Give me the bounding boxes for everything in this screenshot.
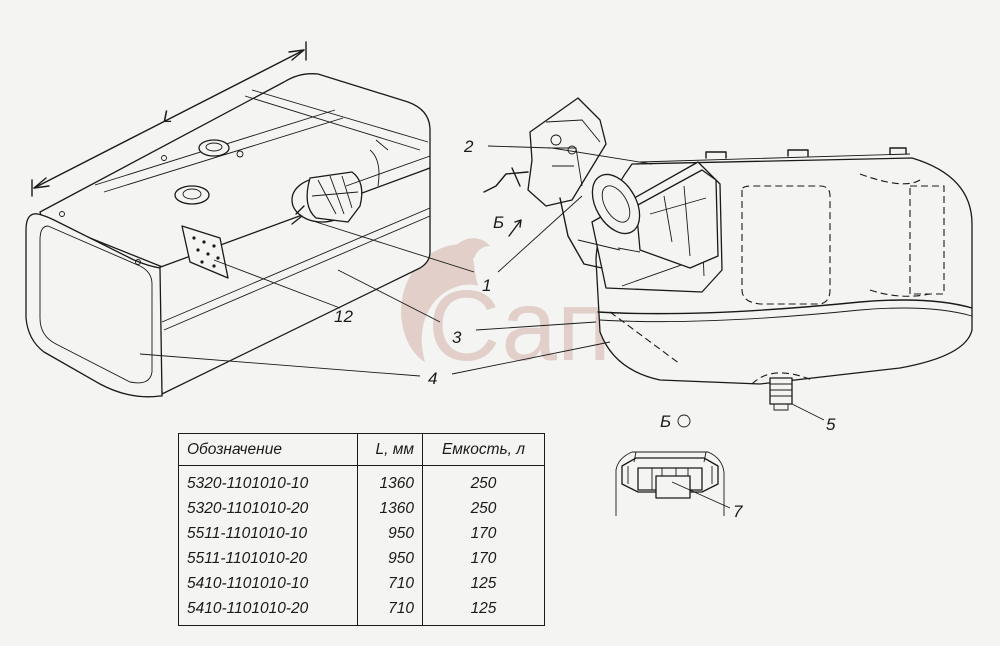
cell-capacity: 170 (422, 546, 545, 571)
header-capacity: Емкость, л (422, 433, 545, 466)
cell-length: 1360 (357, 496, 423, 521)
cell-capacity: 250 (422, 465, 545, 496)
spec-table: Обозначение L, мм Емкость, л 5320-110101… (178, 433, 545, 626)
tank-end-face (25, 213, 163, 398)
cell-length: 710 (357, 571, 423, 596)
leader-3 (337, 269, 597, 331)
leader-1 (315, 195, 583, 273)
dimension-L-label: L (163, 107, 172, 126)
table-row: 5410-1101010-20 710 125 (178, 596, 545, 626)
svg-text:Б: Б (493, 213, 504, 232)
table-row: 5410-1101010-10 710 125 (178, 571, 545, 596)
leader-4 (139, 341, 611, 377)
tank-end-inner (39, 225, 153, 384)
sender-flange (591, 173, 641, 235)
cell-capacity: 250 (422, 496, 545, 521)
table-row: 5511-1101010-10 950 170 (178, 521, 545, 546)
cell-designation: 5410-1101010-10 (178, 571, 358, 596)
table-row: 5511-1101010-20 950 170 (178, 546, 545, 571)
falcon-logo (401, 238, 490, 362)
leader-lines (139, 145, 825, 509)
top-seam (639, 153, 911, 163)
cell-capacity: 125 (422, 571, 545, 596)
tank-seam-side (597, 299, 973, 315)
callout-1: 1 (482, 276, 491, 295)
cell-length: 950 (357, 521, 423, 546)
filler-neck-front (174, 185, 210, 205)
spec-table-header: Обозначение L, мм Емкость, л (178, 433, 545, 466)
view-B-marker: Б (493, 213, 522, 237)
leader-2 (345, 145, 653, 187)
fuel-tank-isometric (25, 73, 431, 398)
cell-designation: 5511-1101010-20 (178, 546, 358, 571)
drain-boss (751, 372, 813, 385)
cell-designation: 5511-1101010-10 (178, 521, 358, 546)
table-row: 5320-1101010-10 1360 250 (178, 465, 545, 496)
callout-3: 3 (452, 328, 462, 347)
callout-7: 7 (733, 502, 743, 521)
sender-wire (483, 167, 529, 193)
detail-B: Б (615, 412, 725, 516)
tank-section-view (483, 97, 973, 411)
dimension-L: L (31, 41, 307, 197)
header-length: L, мм (357, 433, 423, 466)
tank-side-face (157, 167, 431, 395)
tank-band-3 (161, 207, 431, 331)
header-designation: Обозначение (178, 433, 358, 466)
callout-5: 5 (826, 415, 836, 434)
leader-7 (671, 481, 731, 509)
cell-designation: 5320-1101010-20 (178, 496, 358, 521)
svg-text:Б: Б (660, 412, 671, 431)
leader-12 (213, 259, 341, 309)
table-row: 5320-1101010-20 1360 250 (178, 496, 545, 521)
filler-neck-top (198, 139, 230, 157)
hidden-baffle-right (909, 185, 945, 295)
cell-length: 1360 (357, 465, 423, 496)
cell-capacity: 170 (422, 521, 545, 546)
sender-unit (306, 171, 363, 223)
cell-length: 950 (357, 546, 423, 571)
sender-float-housing (635, 169, 719, 269)
detail-circle-icon (677, 414, 691, 428)
cell-designation: 5320-1101010-10 (178, 465, 358, 496)
callout-12: 12 (334, 307, 353, 326)
callout-2: 2 (463, 137, 474, 156)
callouts: 2 1 12 3 4 5 7 (334, 137, 836, 521)
cell-length: 710 (357, 596, 423, 626)
drain-plug (769, 377, 793, 405)
cell-capacity: 125 (422, 596, 545, 626)
hidden-baffle-left (741, 185, 831, 305)
cell-designation: 5410-1101010-20 (178, 596, 358, 626)
tank-band-2 (244, 89, 429, 151)
leader-5 (791, 403, 825, 421)
callout-4: 4 (428, 369, 437, 388)
